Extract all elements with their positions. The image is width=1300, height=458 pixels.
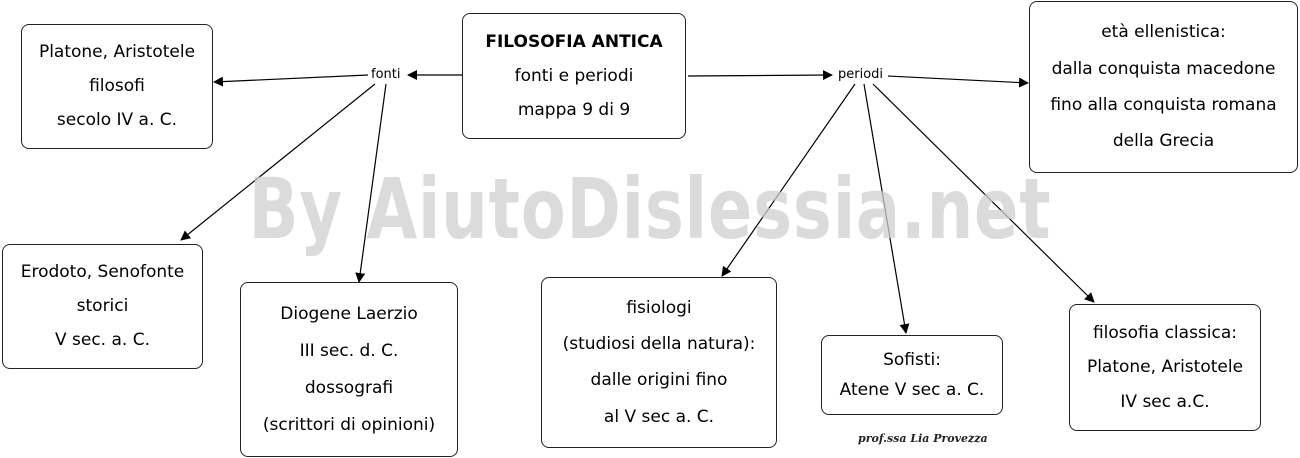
node-text: fino alla conquista romana	[1050, 95, 1277, 116]
arrow-periodi-to-ellenistica	[887, 75, 1029, 88]
node-platone: Platone, Aristotele filosofi secolo IV a…	[21, 24, 213, 149]
node-text: storici	[76, 296, 129, 317]
node-text: età ellenistica:	[1101, 22, 1226, 43]
node-text: Sofisti:	[883, 349, 941, 370]
node-text: secolo IV a. C.	[56, 110, 178, 131]
center-node: FILOSOFIA ANTICA fonti e periodi mappa 9…	[462, 13, 686, 139]
arrow-fonti-to-erodoto	[180, 83, 376, 241]
node-text: (scrittori di opinioni)	[262, 414, 436, 435]
node-text: (studiosi della natura):	[562, 334, 756, 355]
arrow-periodi-to-fisiologi	[721, 83, 856, 277]
node-text: Atene V sec a. C.	[839, 379, 985, 400]
center-map-number: mappa 9 di 9	[517, 99, 631, 120]
arrow-fonti-to-platone	[213, 74, 369, 87]
node-text: IV sec a.C.	[1120, 391, 1210, 412]
node-text: dossografi	[304, 377, 394, 398]
label-fonti: fonti	[369, 67, 403, 82]
node-text: filosofia classica:	[1092, 322, 1238, 343]
node-fisiologi: fisiologi (studiosi della natura): dalle…	[541, 277, 777, 448]
node-sofisti: Sofisti: Atene V sec a. C.	[821, 335, 1003, 415]
center-subtitle: fonti e periodi	[514, 65, 634, 86]
node-text: Platone, Aristotele	[38, 42, 196, 63]
node-text: dalla conquista macedone	[1051, 58, 1276, 79]
arrow-fonti-to-diogene	[355, 83, 387, 283]
arrow-center-to-periodi	[687, 70, 833, 81]
node-ellenistica: età ellenistica: dalla conquista macedon…	[1029, 1, 1298, 173]
node-text: dalle origini fino	[590, 370, 728, 391]
center-title: FILOSOFIA ANTICA	[485, 31, 663, 52]
arrow-periodi-to-classica	[872, 83, 1095, 303]
node-text: V sec. a. C.	[54, 330, 150, 351]
node-text: Erodoto, Senofonte	[20, 262, 185, 283]
node-classica: filosofia classica: Platone, Aristotele …	[1069, 304, 1261, 431]
label-periodi: periodi	[836, 67, 886, 82]
node-text: III sec. d. C.	[299, 340, 399, 361]
node-diogene: Diogene Laerzio III sec. d. C. dossograf…	[240, 282, 458, 457]
arrow-periodi-to-sofisti	[863, 83, 910, 334]
node-text: Platone, Aristotele	[1086, 357, 1244, 378]
node-text: fisiologi	[626, 297, 692, 318]
node-text: della Grecia	[1112, 131, 1215, 152]
node-text: al V sec a. C.	[603, 406, 715, 427]
node-text: Diogene Laerzio	[280, 303, 418, 324]
author-credit: prof.ssa Lia Provezza	[858, 432, 988, 445]
node-text: filosofi	[89, 76, 145, 97]
node-erodoto: Erodoto, Senofonte storici V sec. a. C.	[2, 244, 203, 369]
